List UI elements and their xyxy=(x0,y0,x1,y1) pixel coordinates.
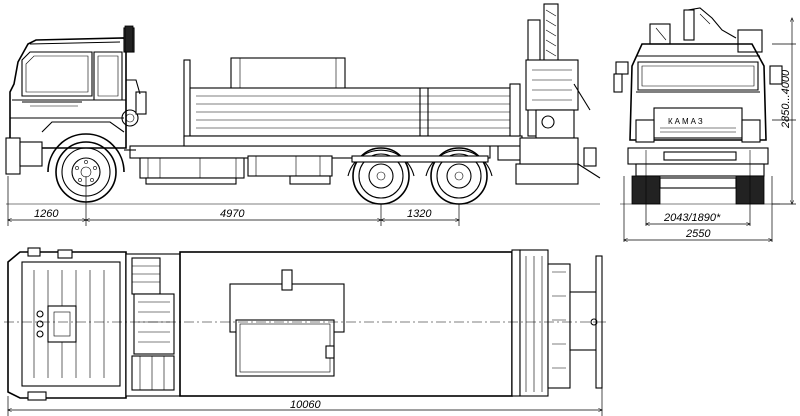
side-view xyxy=(5,3,601,205)
side-crane xyxy=(519,3,591,165)
front-view: КАМАЗ xyxy=(613,7,783,205)
top-dimensions: 10060 xyxy=(8,388,602,416)
dim-overall-length: 10060 xyxy=(290,399,321,411)
dim-track: 2043/1890* xyxy=(663,212,721,224)
front-crane xyxy=(649,7,763,53)
side-cab xyxy=(5,25,147,175)
side-cargo-body xyxy=(183,57,523,147)
dim-front-overhang: 1260 xyxy=(34,208,59,220)
dim-overall-height: 2850...4000 xyxy=(780,69,792,129)
top-view xyxy=(4,247,606,401)
dim-overall-width: 2550 xyxy=(685,228,711,240)
top-cab xyxy=(7,247,127,401)
front-dimensions: 2043/1890* 2550 2850...4000 xyxy=(624,18,796,242)
top-crane xyxy=(511,249,603,397)
side-dimensions: 1260 4970 1320 xyxy=(8,176,459,226)
top-cargo-bed xyxy=(179,251,513,397)
top-chassis xyxy=(125,253,181,397)
grille-badge: КАМАЗ xyxy=(668,117,705,126)
dim-rear-axle-spacing: 1320 xyxy=(407,208,432,220)
dim-wheelbase: 4970 xyxy=(220,208,245,220)
